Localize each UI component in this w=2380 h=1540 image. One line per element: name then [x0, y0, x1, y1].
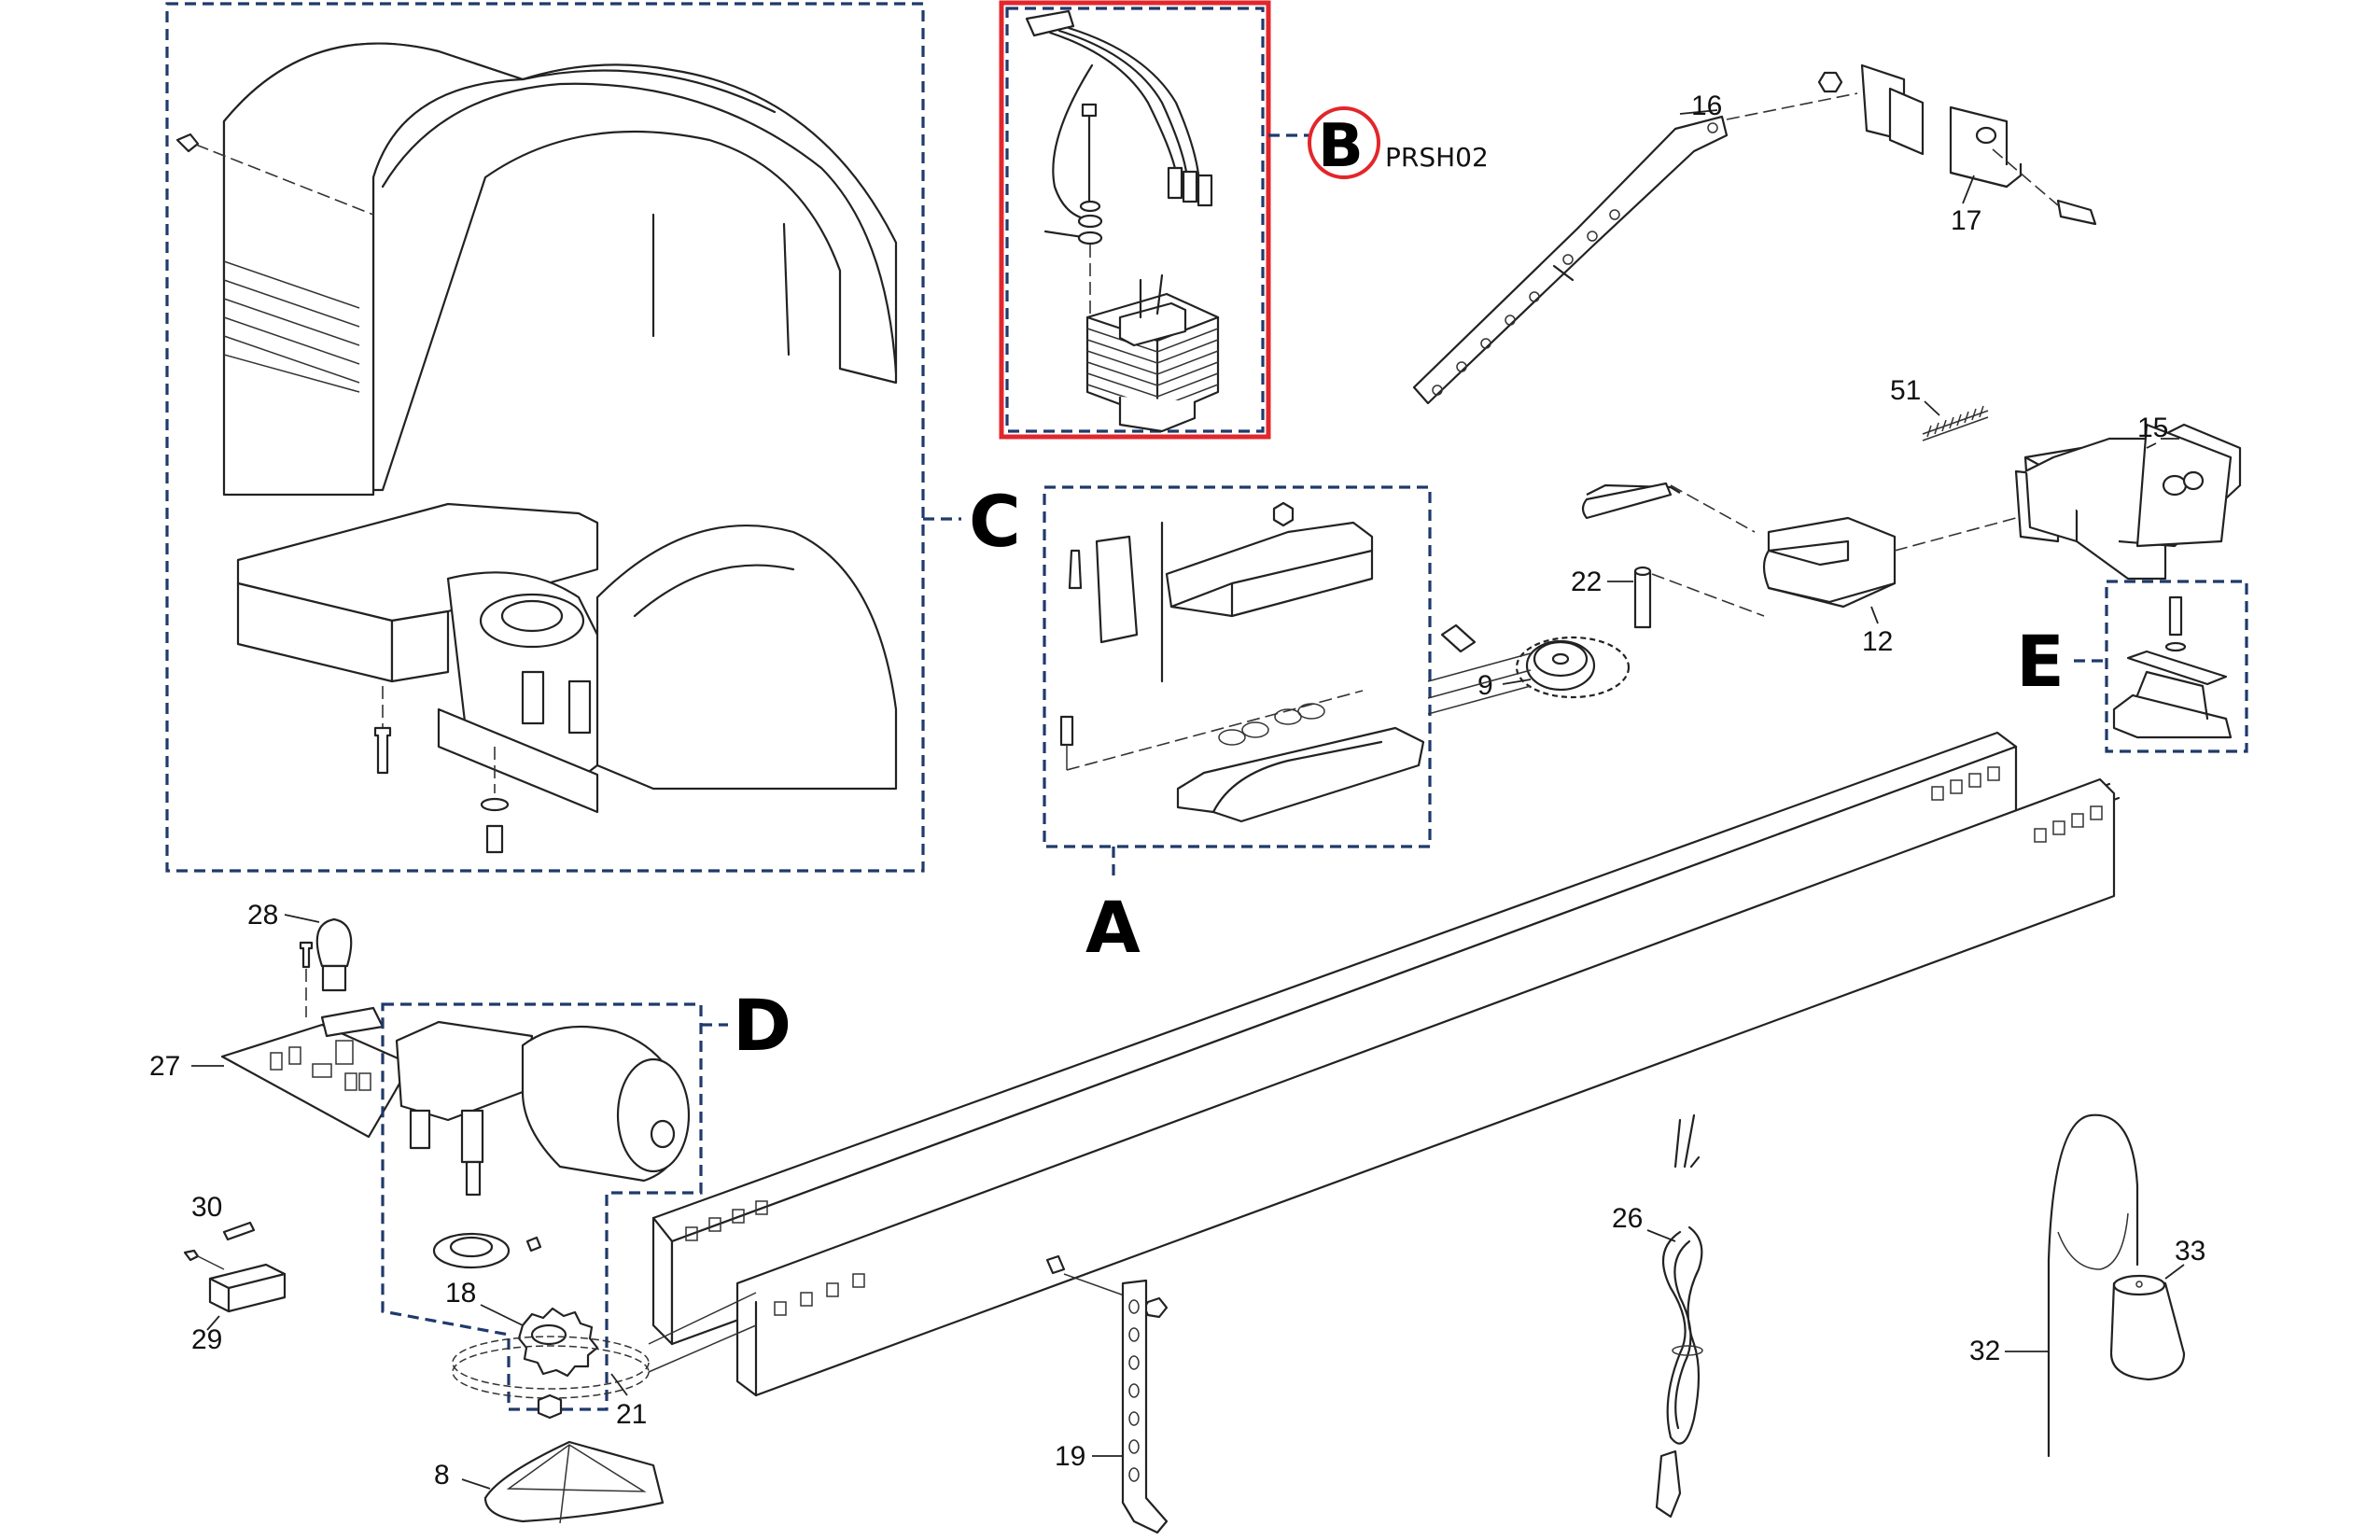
part-8-cover-plate: 8 — [434, 1440, 665, 1524]
cover-shell — [175, 42, 898, 497]
part-label-18: 18 — [445, 1278, 476, 1309]
part-label-16: 16 — [1691, 91, 1722, 121]
part-label-15: 15 — [2137, 413, 2168, 443]
connector-plug-icon — [1025, 9, 1075, 37]
part-32-release-cable: 32 — [1969, 1113, 2139, 1458]
group-a: A — [1043, 485, 1477, 969]
part-29-terminal-block: 29 — [183, 1249, 287, 1355]
part-21-chain: 21 — [452, 1292, 757, 1430]
part-label-22: 22 — [1571, 567, 1602, 597]
part-label-8: 8 — [434, 1460, 450, 1491]
part-12-u-bracket: 12 — [1581, 482, 2017, 657]
part-33-release-knob: 33 — [2109, 1236, 2205, 1381]
part-label-32: 32 — [1969, 1336, 2000, 1366]
part-18-sprocket: 18 — [445, 1278, 599, 1378]
nut-icon — [1272, 501, 1295, 527]
group-b-label: B — [1318, 112, 1364, 181]
wiring-harness — [1025, 9, 1213, 317]
washer-icon — [480, 797, 510, 812]
cover-screw-icon — [175, 133, 200, 153]
group-e-border — [2105, 580, 2248, 753]
rail — [651, 731, 2121, 1397]
base-bolt-icon — [485, 824, 504, 854]
trolley-screw-icon — [1059, 715, 1074, 747]
bulb-screw-icon — [299, 941, 314, 969]
group-d: D — [381, 984, 791, 1411]
trolley-top-plate — [1165, 521, 1374, 618]
part-label-28: 28 — [247, 900, 278, 931]
nut-icon — [1817, 71, 1843, 93]
chain-links — [1218, 703, 1325, 746]
part-27-circuit-board: 27 — [149, 1006, 413, 1139]
group-b-circle — [1308, 106, 1380, 179]
part-17-door-bracket: 17 — [1726, 63, 2097, 236]
gearbox-housing — [395, 1020, 534, 1122]
part-label-29: 29 — [191, 1324, 222, 1355]
plug-icon — [1655, 1449, 1682, 1519]
base-chassis — [236, 502, 898, 854]
part-label-19: 19 — [1055, 1441, 1085, 1472]
clamp-screw-icon — [2168, 595, 2183, 637]
drive-chain — [1427, 652, 1532, 715]
part-19-hanger-bracket: 19 — [1045, 1254, 1169, 1534]
group-b-border — [1005, 7, 1265, 433]
part-51-spring: 51 — [1890, 375, 1989, 441]
hanger-nut-icon — [1142, 1296, 1169, 1319]
group-d-label: D — [733, 984, 791, 1067]
group-e-label: E — [2016, 620, 2065, 703]
part-16-door-arm: 16 — [1412, 91, 1729, 405]
bolt-icon — [2056, 199, 2097, 226]
hanger-bolt-icon — [1045, 1254, 1066, 1275]
part-label-51: 51 — [1890, 375, 1921, 406]
part-label-30: 30 — [191, 1192, 222, 1223]
part-15-header-bracket: 15 — [2014, 413, 2242, 581]
rail-holes — [685, 766, 2103, 1316]
part-label-17: 17 — [1951, 205, 1981, 236]
group-e: E — [2016, 580, 2248, 753]
group-b: B PRSH02 — [999, 0, 1489, 440]
group-c: C — [165, 2, 1021, 873]
part-label-33: 33 — [2175, 1236, 2205, 1267]
part-label-9: 9 — [1477, 670, 1493, 701]
part-label-27: 27 — [149, 1051, 180, 1082]
trolley-latch — [1095, 535, 1139, 644]
sprocket-nut-icon — [537, 1393, 563, 1420]
part-label-12: 12 — [1862, 626, 1893, 657]
group-c-border — [165, 2, 925, 873]
part-9-pulley-wheel: 9 — [1477, 636, 1631, 701]
part-label-21: 21 — [616, 1399, 647, 1430]
base-screw-icon — [373, 726, 392, 775]
part-label-26: 26 — [1612, 1203, 1643, 1234]
part-30-fuse: 30 — [191, 1192, 256, 1241]
transformer — [1085, 273, 1220, 433]
terminal-screw-icon — [183, 1249, 200, 1262]
group-a-label: A — [1085, 886, 1141, 969]
trolley-bolt-icon — [1440, 623, 1477, 653]
trolley-carriage — [1176, 726, 1425, 823]
group-c-label: C — [969, 480, 1021, 563]
part-28-bulb: 28 — [247, 900, 353, 1017]
group-b-highlight-border — [999, 0, 1271, 440]
cover-vent-slots — [223, 260, 360, 393]
group-b-code: PRSH02 — [1385, 142, 1489, 173]
part-26-power-cord: 26 — [1612, 1113, 1703, 1519]
group-d-border — [381, 1002, 703, 1411]
trolley-spring-icon — [1068, 549, 1083, 590]
part-22-pin: 22 — [1571, 566, 1765, 629]
carriage-bolt-icon — [1581, 482, 1673, 520]
